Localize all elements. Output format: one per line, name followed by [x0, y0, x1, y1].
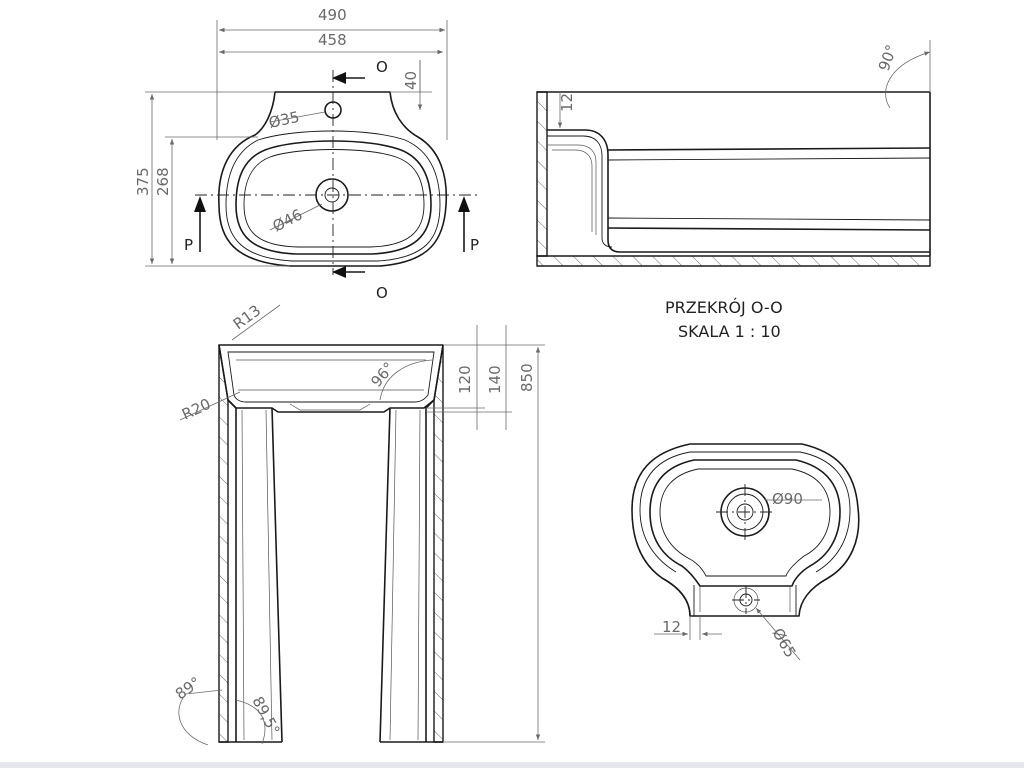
- dim-120: 120: [456, 365, 474, 394]
- dim-height-bowl: 268: [154, 167, 172, 196]
- dim-tap-offset: 40: [402, 71, 420, 90]
- label-r20: R20: [179, 395, 213, 424]
- bottom-view: Ø90 Ø65 12: [631, 443, 860, 661]
- section-o-top: O: [376, 58, 388, 76]
- section-view: 12 90° PRZEKRÓJ O-O SKALA 1 : 10: [536, 40, 931, 341]
- section-o-bottom: O: [376, 284, 388, 302]
- top-view-outline: [218, 91, 448, 267]
- front-view-leg-left: [218, 344, 229, 743]
- top-view: 490 458 40 375 268 Ø35 Ø46 O O P P: [134, 6, 480, 302]
- section-wall-bottom: [536, 255, 931, 267]
- front-view: 120 140 850 R13 R20 96° 89° 89,5°: [172, 301, 545, 746]
- dim-140: 140: [486, 365, 504, 394]
- label-angle-96: 96°: [367, 359, 398, 391]
- section-p-left: P: [184, 236, 193, 254]
- label-drain-hole: Ø46: [270, 205, 306, 235]
- bottom-bar: [0, 762, 1024, 768]
- bottom-dim-wall: 12: [662, 618, 681, 636]
- label-r13: R13: [230, 301, 264, 333]
- label-angle-89-5: 89,5°: [248, 693, 283, 738]
- top-view-bowl: [235, 140, 432, 255]
- section-wall-left: [536, 91, 548, 257]
- section-dim-wall: 12: [558, 93, 576, 112]
- front-view-leg-right: [433, 344, 444, 743]
- label-angle-89: 89°: [172, 673, 204, 703]
- dim-width-outer: 490: [318, 6, 347, 24]
- section-title: PRZEKRÓJ O-O: [665, 298, 783, 317]
- label-tap-hole: Ø35: [267, 108, 301, 132]
- section-angle: 90°: [875, 42, 901, 73]
- label-hole-large: Ø90: [772, 490, 803, 508]
- section-p-right: P: [470, 236, 479, 254]
- dim-width-inner: 458: [318, 31, 347, 49]
- top-view-bowl-inner: [243, 149, 425, 248]
- top-view-rim: [225, 130, 441, 262]
- bottom-hole-large-inner: [736, 503, 754, 521]
- label-hole-small: Ø65: [769, 625, 800, 661]
- section-scale: SKALA 1 : 10: [678, 322, 781, 341]
- dim-850: 850: [518, 363, 536, 392]
- dim-height-total: 375: [134, 167, 152, 196]
